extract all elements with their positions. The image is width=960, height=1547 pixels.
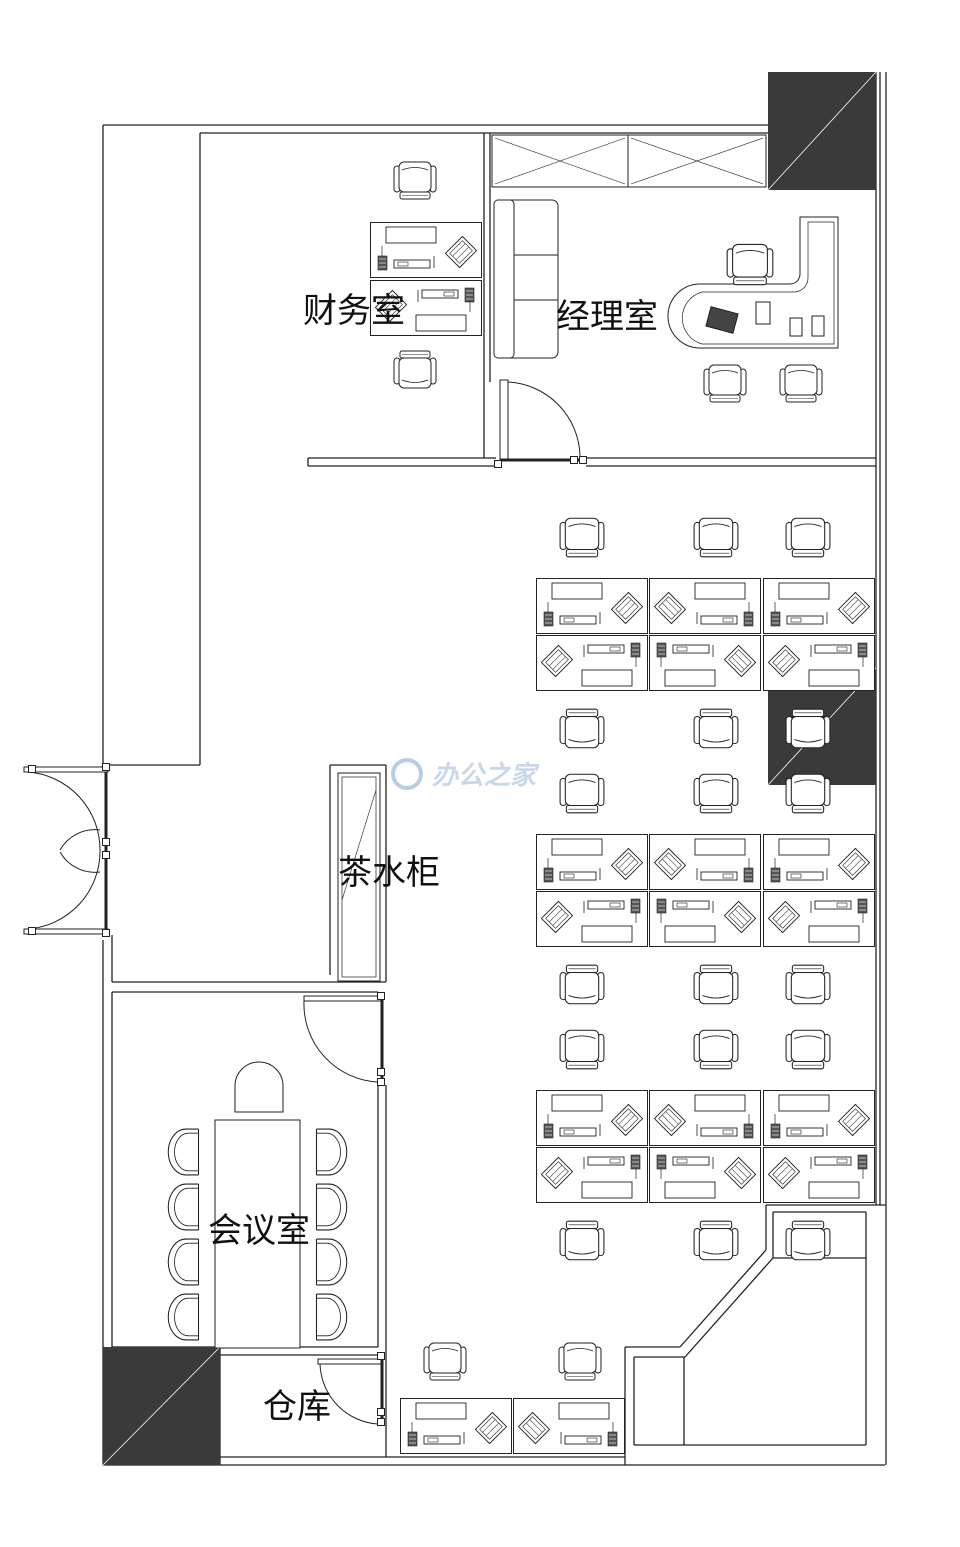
- workstation-desk: [649, 1147, 761, 1203]
- workstation-desk: [763, 1090, 875, 1146]
- workstation-desk: [763, 834, 875, 890]
- workstation-chair: [559, 964, 605, 1005]
- workstation-chair: [785, 1029, 831, 1070]
- finance-furniture: [370, 161, 482, 389]
- workstation-chair: [693, 964, 739, 1005]
- workstation-desk: [536, 834, 648, 890]
- front-desks: [400, 1342, 625, 1454]
- manager-furniture: [491, 134, 839, 359]
- watermark-text: 办公之家: [432, 761, 540, 791]
- manager-chair: [726, 243, 774, 286]
- label-tea-cabinet: 茶水柜: [338, 853, 440, 893]
- tea-cabinet: [337, 772, 381, 982]
- visitor-chair-2: [779, 364, 823, 403]
- workstation-desk: [763, 891, 875, 947]
- workstation-chair: [693, 708, 739, 749]
- workstation-chair: [559, 1220, 605, 1261]
- label-meeting-room: 会议室: [208, 1211, 310, 1251]
- workstation-desk: [763, 1147, 875, 1203]
- workstation-chair: [559, 1029, 605, 1070]
- doors: [23, 379, 587, 1426]
- walls: [102, 72, 887, 1466]
- label-finance-room: 财务室: [303, 291, 405, 331]
- workstation-desk: [536, 1090, 648, 1146]
- workstation-desk: [536, 1147, 648, 1203]
- workstation-chair: [559, 517, 605, 558]
- workstation-desk: [763, 635, 875, 691]
- workstation-chair: [785, 517, 831, 558]
- workstation-chair: [785, 773, 831, 814]
- workstation-chair: [559, 708, 605, 749]
- workstation-desk: [536, 635, 648, 691]
- workstation-chair: [693, 517, 739, 558]
- workstation-desk: [763, 578, 875, 634]
- workstation-desk: [649, 891, 761, 947]
- workstation-desk: [536, 891, 648, 947]
- workstation-desk: [649, 578, 761, 634]
- workstation-chair: [559, 773, 605, 814]
- label-manager-room: 经理室: [556, 297, 658, 337]
- workstation-desk: [649, 1090, 761, 1146]
- workstation-desk: [536, 578, 648, 634]
- workstation-chair: [785, 1220, 831, 1261]
- watermark-logo-icon: [391, 758, 423, 790]
- workstation-chair: [693, 1029, 739, 1070]
- open-office-desks: [536, 578, 875, 1203]
- workstation-chair: [785, 708, 831, 749]
- workstation-chair: [785, 964, 831, 1005]
- visitor-chair-1: [703, 364, 747, 403]
- workstation-chair: [693, 773, 739, 814]
- watermark: 办公之家: [391, 758, 540, 791]
- meeting-set: [167, 1061, 348, 1349]
- workstation-chair: [693, 1220, 739, 1261]
- label-storage-room: 仓库: [263, 1387, 331, 1427]
- workstation-desk: [649, 635, 761, 691]
- workstation-desk: [649, 834, 761, 890]
